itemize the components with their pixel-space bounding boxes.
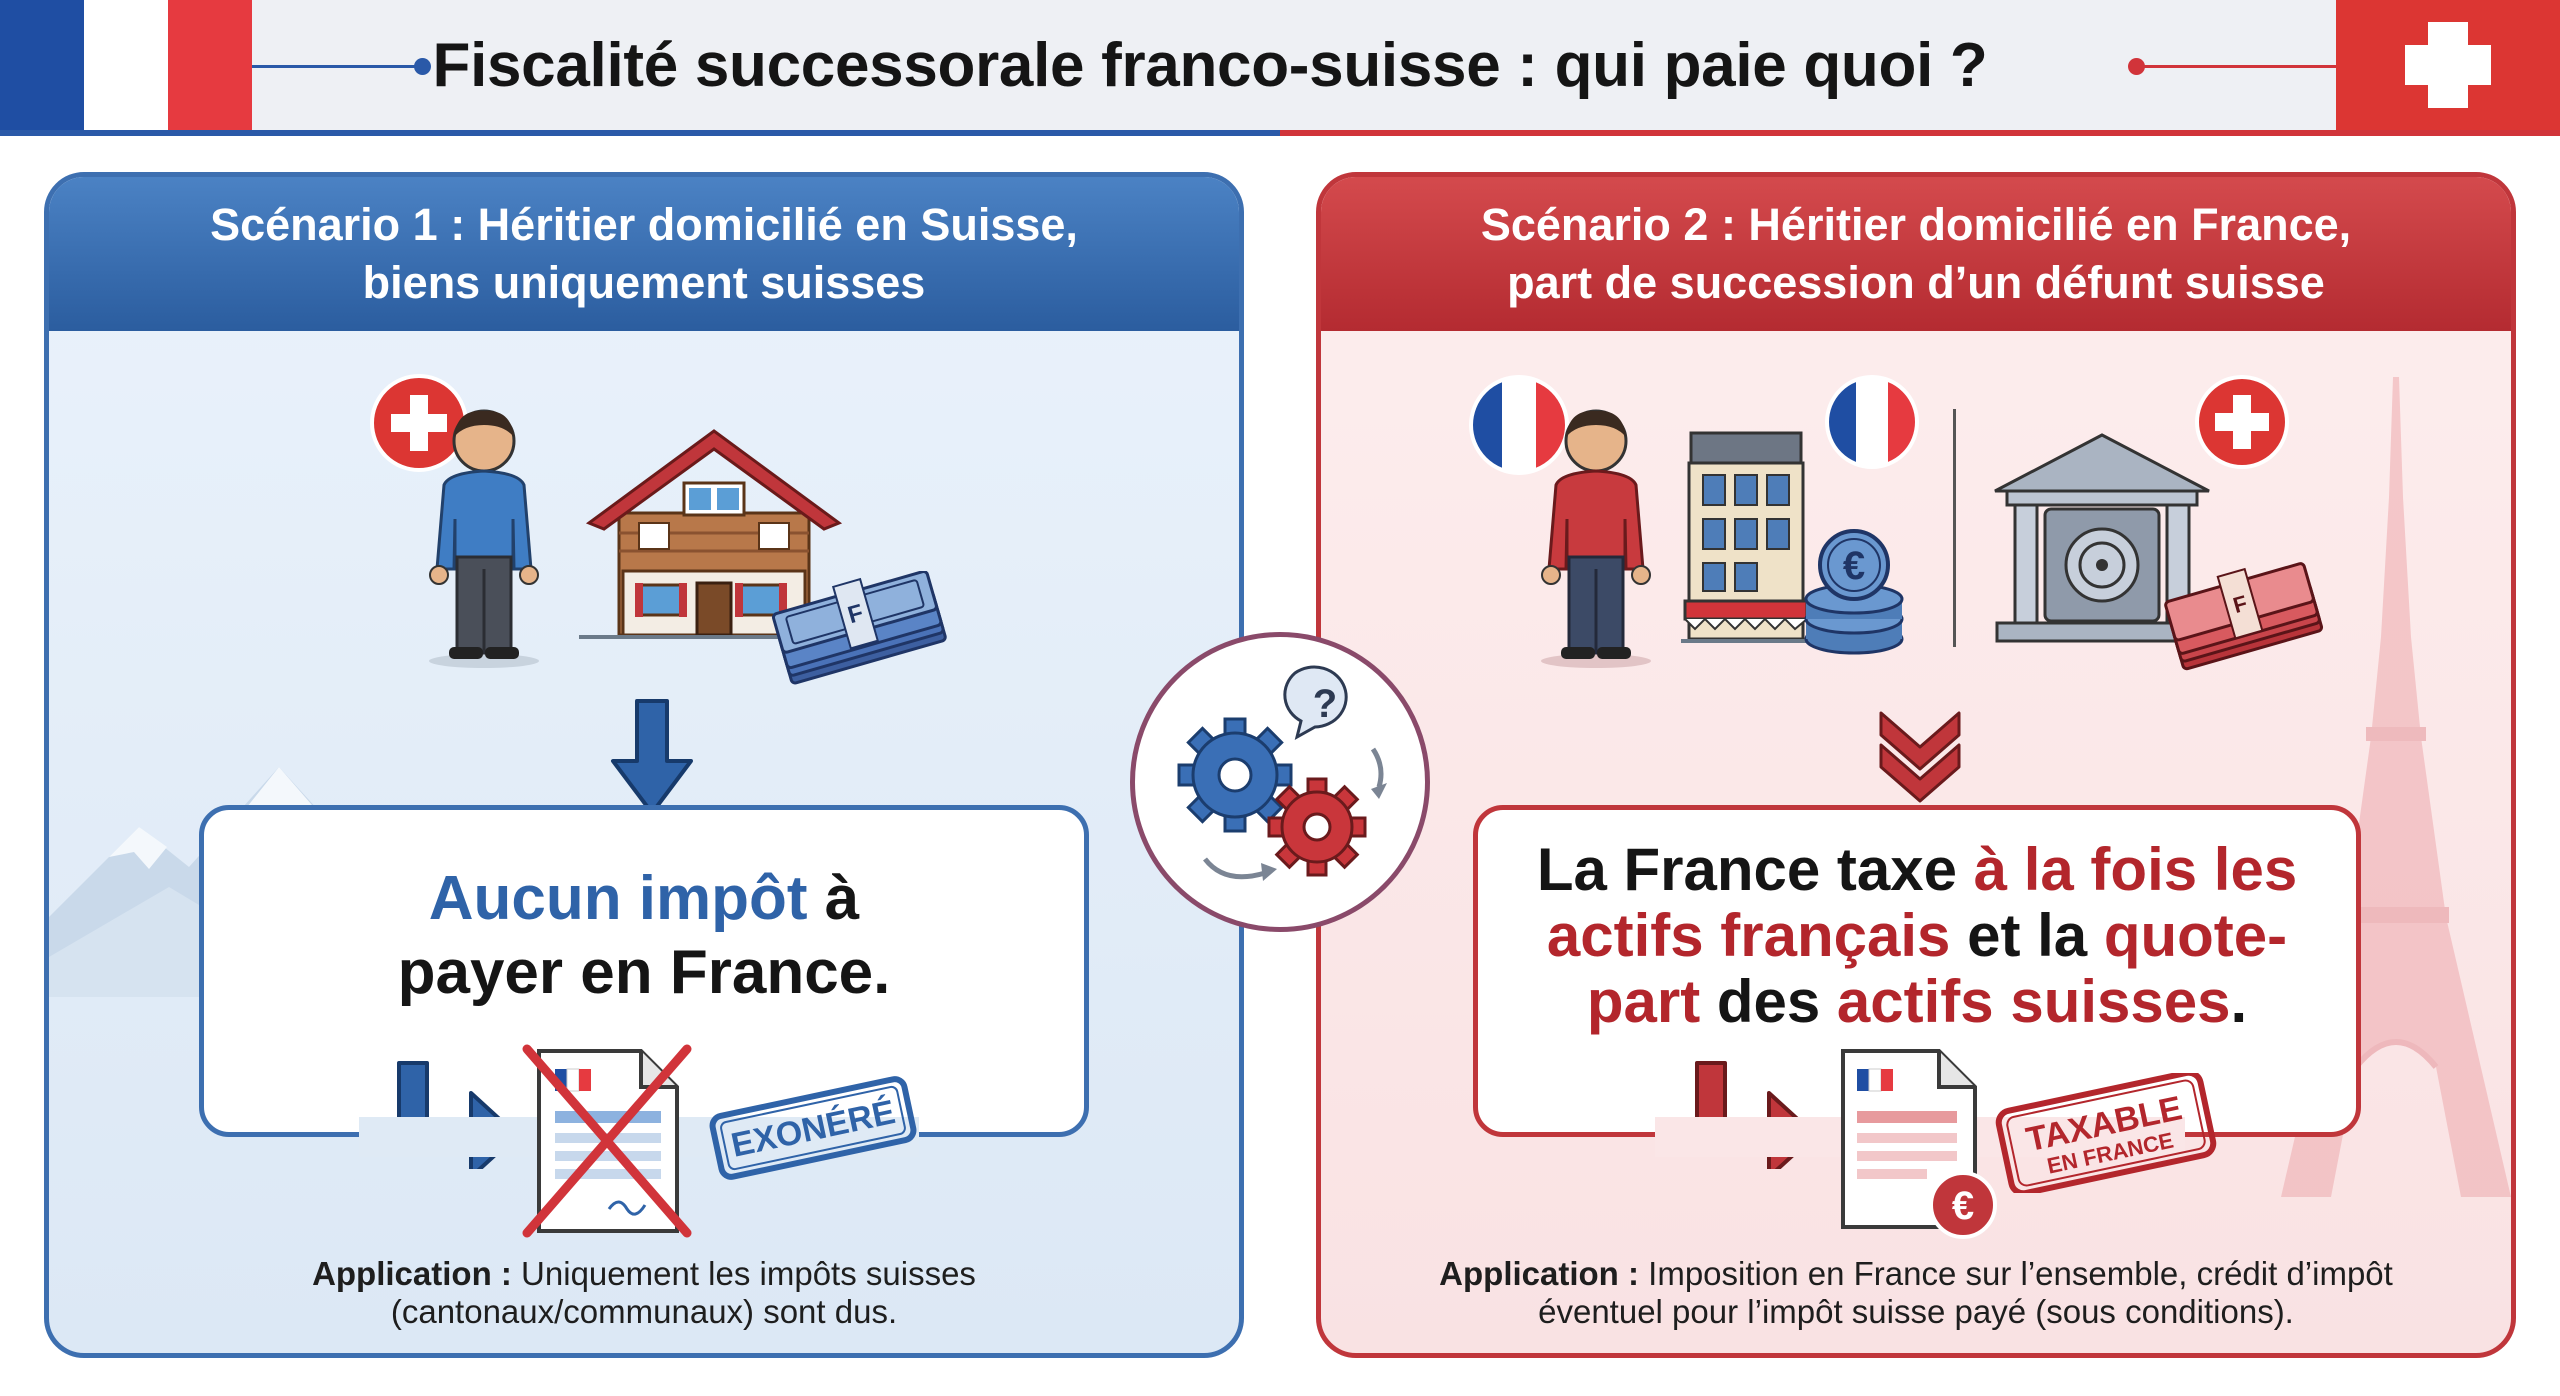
application-line-2: (cantonaux/communaux) sont dus. <box>390 1293 898 1330</box>
swiss-francs-icon: F <box>771 571 947 685</box>
taxable-stamp: TAXABLE EN FRANCE <box>1995 1073 2217 1193</box>
scenario-1-title: Scénario 1 : Héritier domicilié en Suiss… <box>49 177 1239 331</box>
franc-label: F <box>2230 590 2250 618</box>
application-line-1: Uniquement les impôts suisses <box>511 1255 976 1292</box>
down-arrow-icon <box>611 699 693 815</box>
result-highlight-1: à la fois les <box>1973 836 2298 903</box>
double-chevron-down-icon <box>1879 711 1961 803</box>
crossed-document-icon <box>522 1044 692 1238</box>
swiss-badge-icon <box>2195 375 2289 469</box>
swiss-flag-icon <box>2336 0 2560 130</box>
application-line-2: éventuel pour l’impôt suisse payé (sous … <box>1538 1293 2294 1330</box>
result-text-2: payer en France. <box>397 938 891 1007</box>
euro-coin-symbol: € <box>1843 544 1865 588</box>
euro-badge-symbol: € <box>1952 1184 1974 1228</box>
application-label: Application : <box>312 1255 512 1292</box>
swiss-bank-vault-icon <box>1994 433 2210 643</box>
french-flag-icon <box>0 0 252 130</box>
tax-document-icon: € <box>1841 1049 1997 1239</box>
result-text-3: des <box>1700 968 1837 1035</box>
french-badge-icon <box>1825 375 1919 469</box>
scenario-1-panel: Scénario 1 : Héritier domicilié en Suiss… <box>44 172 1244 1358</box>
title-connector-right <box>2140 65 2336 68</box>
title-connector-left <box>252 65 422 68</box>
heir-person-icon <box>1541 409 1651 668</box>
assets-divider <box>1953 409 1956 647</box>
header-underline <box>0 130 2560 136</box>
gears-icon: ? <box>1177 665 1387 881</box>
page-title: Fiscalité successorale franco-suisse : q… <box>432 31 1988 100</box>
application-line-1: Imposition en France sur l’ensemble, cré… <box>1639 1255 2393 1292</box>
result-text-1: à <box>807 864 860 933</box>
franc-label: F <box>845 599 867 629</box>
result-text-4: . <box>2230 968 2248 1035</box>
euro-coins-icon: € <box>1804 529 1904 655</box>
application-label: Application : <box>1439 1255 1639 1292</box>
heir-person-icon <box>429 409 539 668</box>
scenario-2-application: Application : Imposition en France sur l… <box>1321 1255 2511 1331</box>
result-highlight-3: quote- <box>2103 902 2288 969</box>
result-text-1: La France taxe <box>1536 836 1974 903</box>
scenario-2-panel: Scénario 2 : Héritier domicilié en Franc… <box>1316 172 2516 1358</box>
scenario-2-title: Scénario 2 : Héritier domicilié en Franc… <box>1321 177 2511 331</box>
exonere-stamp: EXONÉRÉ <box>709 1076 917 1180</box>
result-text-2: et la <box>1950 902 2104 969</box>
center-gears-badge: ? <box>1130 632 1430 932</box>
result-highlight: Aucun impôt <box>428 864 808 933</box>
swiss-francs-icon: F <box>2164 562 2324 671</box>
result-highlight-5: actifs suisses <box>1836 968 2231 1035</box>
question-mark: ? <box>1313 682 1337 726</box>
scenario-1-application: Application : Uniquement les impôts suis… <box>49 1255 1239 1331</box>
swiss-badge-icon <box>370 374 468 472</box>
title-dot-right <box>2128 58 2145 75</box>
french-building-icon <box>1681 431 1811 643</box>
header: Fiscalité successorale franco-suisse : q… <box>0 0 2560 136</box>
title-dot-left <box>414 58 431 75</box>
french-badge-icon <box>1469 375 1569 475</box>
result-highlight-4: part <box>1586 968 1701 1035</box>
result-highlight-2: actifs français <box>1546 902 1951 969</box>
